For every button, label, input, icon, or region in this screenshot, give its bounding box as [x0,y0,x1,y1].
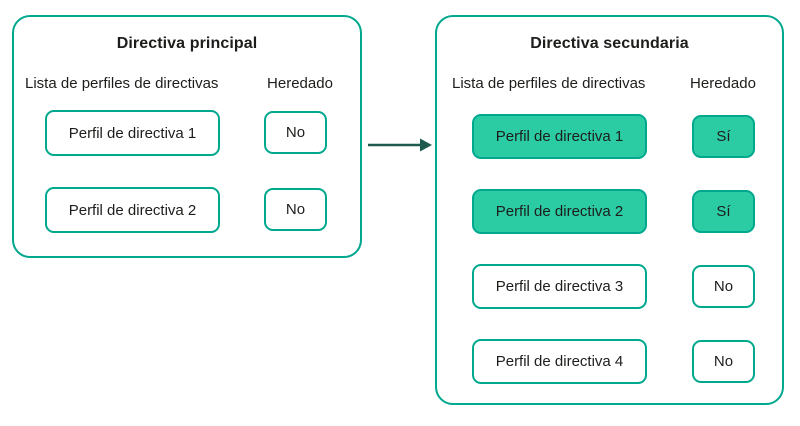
inherited-badge: Sí [692,115,755,158]
policy-profile-row: Perfil de directiva 4 No [437,339,782,384]
inherited-column-label: Heredado [690,75,756,92]
panel-title: Directiva principal [116,35,258,52]
profile-box: Perfil de directiva 4 [472,339,647,384]
profile-box: Perfil de directiva 1 [472,114,647,159]
profile-box: Perfil de directiva 3 [472,264,647,309]
inherited-column-label: Heredado [267,75,333,92]
profiles-column-label: Lista de perfiles de directivas [25,75,219,92]
profile-box: Perfil de directiva 1 [45,110,220,156]
panel-title: Directiva secundaria [530,35,689,52]
profile-box: Perfil de directiva 2 [45,187,220,233]
policy-profile-row: Perfil de directiva 3 No [437,264,782,309]
policy-profile-row: Perfil de directiva 2 No [14,187,360,233]
child-policy-panel: Directiva secundaria Lista de perfiles d… [435,15,784,405]
profiles-column-label: Lista de perfiles de directivas [452,75,646,92]
inherited-badge: No [264,111,327,154]
policy-profile-row: Perfil de directiva 1 No [14,110,360,156]
parent-policy-panel: Directiva principal Lista de perfiles de… [12,15,362,258]
profile-box: Perfil de directiva 2 [472,189,647,234]
inherited-badge: Sí [692,190,755,233]
inherited-badge: No [692,340,755,383]
policy-profile-row-inherited: Perfil de directiva 2 Sí [437,189,782,234]
policy-profile-row-inherited: Perfil de directiva 1 Sí [437,114,782,159]
inherited-badge: No [264,188,327,231]
inheritance-arrow-icon [368,138,432,152]
inherited-badge: No [692,265,755,308]
